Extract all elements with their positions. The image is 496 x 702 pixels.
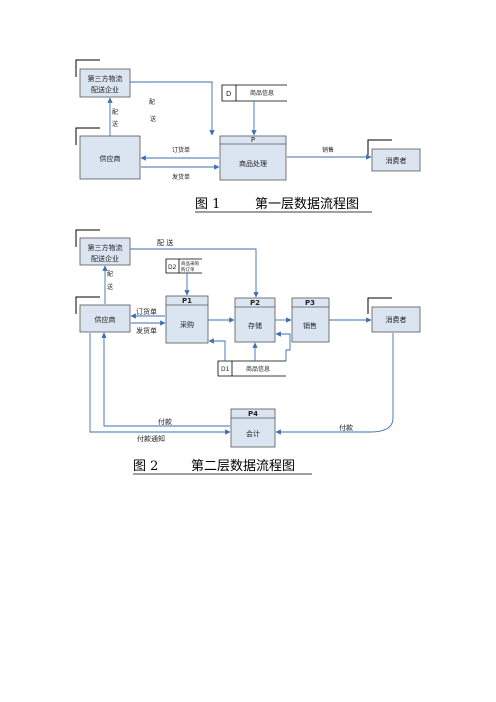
fig1-process-name: 商品处理 <box>239 159 267 168</box>
fig2-arrow-p4-payment <box>101 332 230 427</box>
fig1-flow-sale-label: 销售 <box>322 146 334 154</box>
fig2-caption: 图 2 第二层数据流程图 <box>133 459 312 475</box>
fig2-d2-id: D2 <box>168 264 177 271</box>
fig1-entity-supplier[interactable]: 供应商 <box>75 127 141 180</box>
fig1-caption-num: 图 1 <box>195 197 220 212</box>
fig1-flow-ship-label: 发货单 <box>172 173 190 181</box>
fig2-flow-pay-notice-label: 付款通知 <box>137 434 165 443</box>
fig2-flow-deliver-top: 配 送 <box>157 238 173 247</box>
fig2-entity-supplier[interactable]: 供应商 <box>75 296 131 333</box>
fig2-process-p3[interactable]: P3 销售 <box>291 297 330 343</box>
figure-1: 第三方物流 配送企业 供应商 消费者 D 商品信息 P 商品处理 <box>75 59 421 213</box>
fig2-p2-name: 存储 <box>248 321 262 330</box>
fig1-flow-deliver-left-2: 送 <box>112 120 118 128</box>
fig2-logistics-line1: 第三方物流 <box>88 243 123 252</box>
fig2-arrow-payment-notice <box>89 333 231 435</box>
fig1-logistics-line2: 配送企业 <box>91 85 119 94</box>
fig1-store-name: 商品信息 <box>250 89 274 97</box>
fig2-entity-consumer[interactable]: 消费者 <box>367 297 421 333</box>
fig2-flow-ship-label: 发货单 <box>136 326 157 335</box>
fig1-caption-text: 第一层数据流程图 <box>255 197 359 212</box>
fig1-entity-logistics[interactable]: 第三方物流 配送企业 <box>75 59 131 98</box>
fig1-arrow-logistics-to-process <box>130 81 215 136</box>
fig1-process-id: P <box>251 136 255 144</box>
fig1-caption: 图 1 第一层数据流程图 <box>195 197 372 213</box>
fig2-d1-id: D1 <box>221 366 230 373</box>
fig2-store-d1[interactable]: D1 商品信息 <box>217 360 286 377</box>
fig2-arrow-p3-to-p2 <box>275 331 291 361</box>
fig2-flow-pay-consumer-label: 付款 <box>339 423 353 432</box>
fig2-arrow-d1-to-p1 <box>208 338 226 361</box>
fig2-d1-name: 商品信息 <box>246 365 270 373</box>
figure-2: 第三方物流 配送企业 供应商 消费者 D2 商品采购 购订单 P1 <box>75 229 421 475</box>
fig1-flow-order-label: 订货单 <box>172 146 190 154</box>
fig1-store-d[interactable]: D 商品信息 <box>221 84 287 102</box>
fig2-supplier-label: 供应商 <box>95 315 116 324</box>
fig2-arrow-consumer-to-p4 <box>275 333 394 435</box>
fig2-p3-id: P3 <box>305 299 315 307</box>
fig2-caption-text: 第二层数据流程图 <box>191 459 295 474</box>
fig2-p4-name: 会计 <box>246 429 260 438</box>
fig2-caption-num: 图 2 <box>133 459 158 474</box>
fig1-entity-consumer[interactable]: 消费者 <box>367 139 421 172</box>
fig2-flow-deliver-left-2: 送 <box>107 283 113 291</box>
fig2-p2-id: P2 <box>250 299 260 307</box>
fig2-store-d2[interactable]: D2 商品采购 购订单 <box>165 258 202 274</box>
fig2-p3-name: 销售 <box>303 321 317 330</box>
fig1-store-id: D <box>226 90 231 98</box>
fig2-flow-pay-supplier-label: 付款 <box>158 417 172 426</box>
fig1-flow-deliver-left-1: 配 <box>112 109 118 116</box>
fig2-p4-id: P4 <box>248 410 258 418</box>
fig2-flow-deliver-left-1: 配 <box>107 271 113 278</box>
fig2-entity-logistics[interactable]: 第三方物流 配送企业 <box>75 229 131 266</box>
fig1-supplier-label: 供应商 <box>100 154 121 163</box>
fig1-process-p[interactable]: P 商品处理 <box>219 135 287 181</box>
fig2-process-p2[interactable]: P2 存储 <box>234 297 276 343</box>
fig2-d2-line2: 购订单 <box>181 266 195 273</box>
fig2-logistics-line2: 配送企业 <box>91 254 119 263</box>
fig2-process-p4[interactable]: P4 会计 <box>230 408 276 448</box>
fig2-flow-order-label: 订货单 <box>136 307 157 316</box>
fig2-arrow-logistics-to-p2 <box>130 248 259 298</box>
fig1-consumer-label: 消费者 <box>386 156 407 165</box>
fig1-logistics-line1: 第三方物流 <box>88 74 123 83</box>
fig2-process-p1[interactable]: P1 采购 <box>165 295 209 344</box>
fig2-d2-line1: 商品采购 <box>181 260 199 267</box>
fig1-flow-deliver-right-2: 送 <box>150 115 156 123</box>
fig2-consumer-label: 消费者 <box>386 315 407 324</box>
fig2-p1-id: P1 <box>182 297 192 305</box>
fig1-flow-deliver-right-1: 配 <box>149 99 155 106</box>
fig2-p1-name: 采购 <box>180 320 194 329</box>
